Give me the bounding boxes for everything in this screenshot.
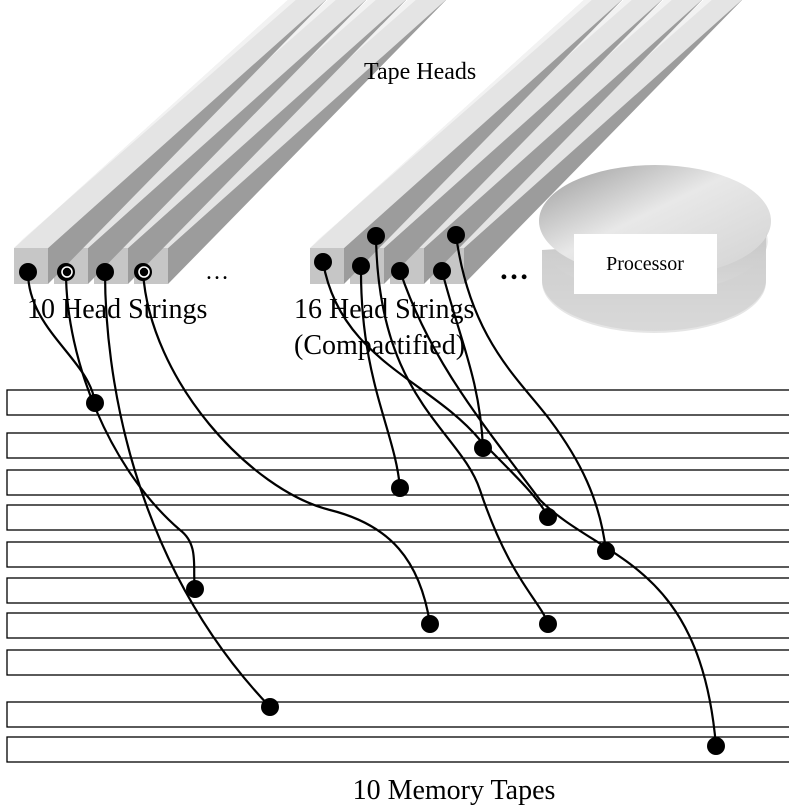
memory-tape	[6, 736, 789, 763]
head-dot	[367, 227, 385, 245]
tape-dot	[186, 580, 204, 598]
ellipsis-left: …	[205, 259, 229, 285]
processor-box	[574, 234, 717, 294]
head-dot	[19, 263, 37, 281]
head-string	[454, 234, 608, 552]
head-string	[103, 271, 271, 708]
tape-heads-left-group	[14, 0, 447, 284]
head-dot	[433, 262, 451, 280]
processor-label: Processor	[606, 253, 684, 275]
memory-tape	[6, 649, 789, 676]
head-string	[321, 261, 549, 518]
tape-dot	[539, 508, 557, 526]
dots-group	[19, 226, 725, 755]
head-string	[141, 271, 432, 625]
memory-tape	[6, 701, 789, 728]
tape-dot	[86, 394, 104, 412]
memory-tape	[6, 577, 789, 604]
tape-dot	[474, 439, 492, 457]
memory-tapes-group	[6, 389, 789, 763]
tape-dot	[261, 698, 279, 716]
tape-dot	[707, 737, 725, 755]
tape-dot	[391, 479, 409, 497]
head-strings-10-label: 10 Head Strings	[27, 294, 207, 325]
head-string	[398, 270, 718, 747]
tape-heads-label: Tape Heads	[364, 59, 476, 85]
memory-tape	[6, 389, 789, 416]
head-dot	[314, 253, 332, 271]
head-string	[26, 271, 97, 404]
memory-tape	[6, 541, 789, 568]
tape-dot	[597, 542, 615, 560]
head-dot	[391, 262, 409, 280]
processor: Processor	[539, 165, 771, 333]
head-string	[440, 270, 485, 449]
head-dot	[447, 226, 465, 244]
tape-dot	[539, 615, 557, 633]
head-string	[374, 235, 550, 625]
head-string	[359, 265, 402, 489]
memory-tape	[6, 432, 789, 459]
memory-tapes-label: 10 Memory Tapes	[353, 775, 556, 806]
head-dot	[352, 257, 370, 275]
head-string	[64, 271, 197, 590]
head-dot	[96, 263, 114, 281]
memory-tape	[6, 504, 789, 531]
head-strings-group	[26, 234, 718, 747]
memory-tape	[6, 612, 789, 639]
tape-heads-right-group	[310, 0, 743, 284]
ellipsis-right: …	[499, 253, 529, 286]
tape-dot	[421, 615, 439, 633]
